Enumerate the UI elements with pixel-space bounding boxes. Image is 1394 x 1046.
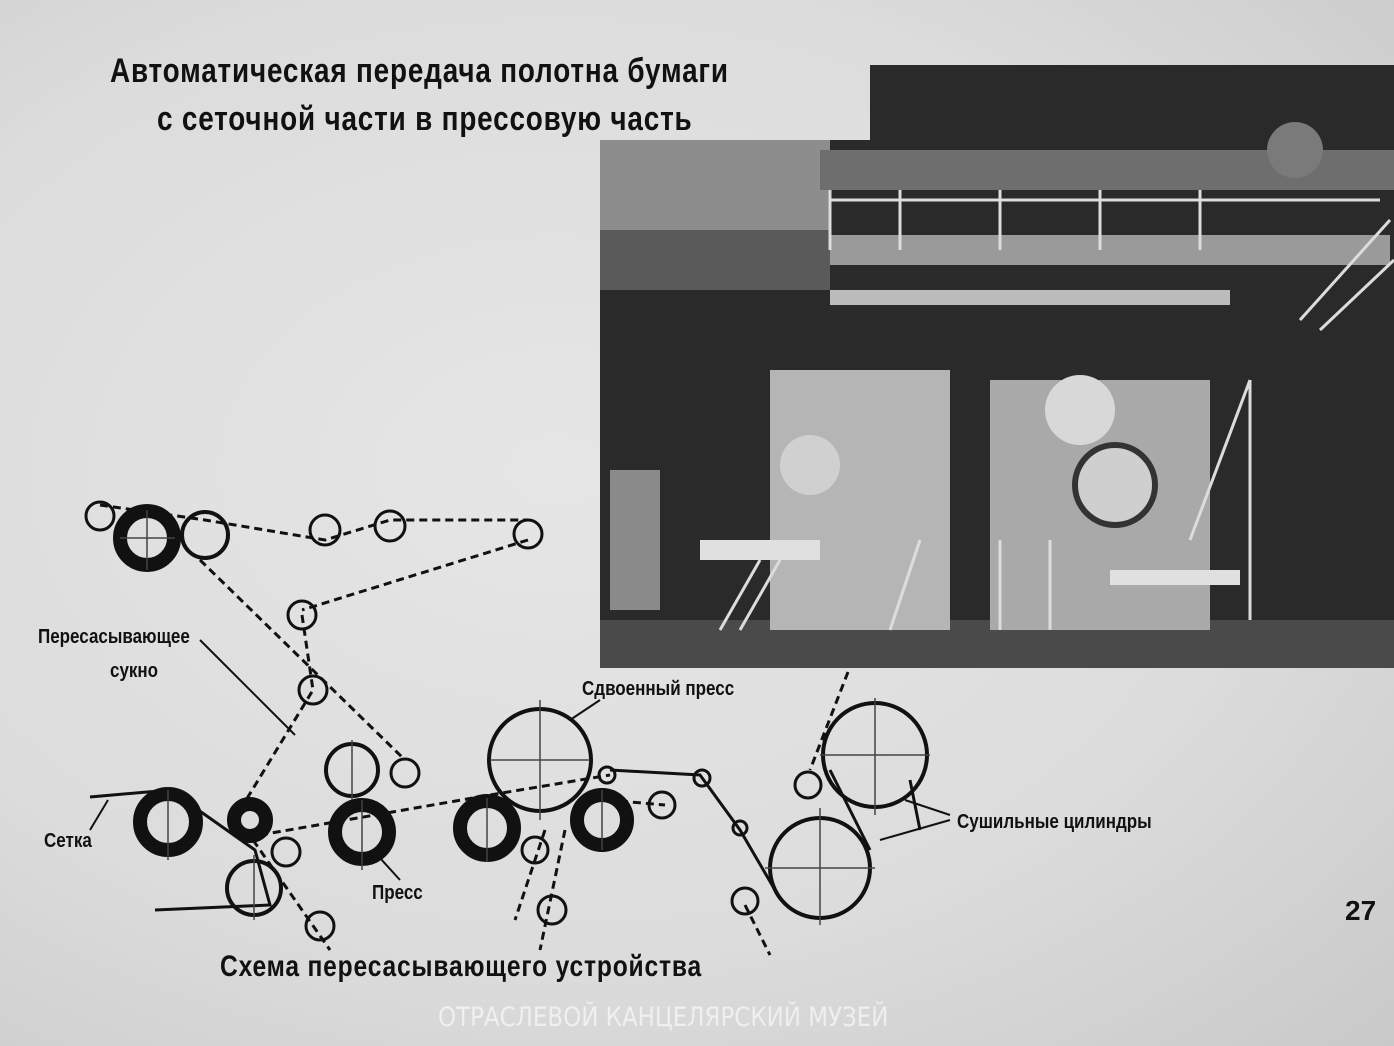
guide-rolls	[84, 500, 823, 942]
page-number: 27	[1345, 895, 1377, 926]
center-lines	[120, 510, 930, 925]
label-press: Пресс	[372, 882, 423, 904]
paper-machine-photo	[600, 65, 1394, 668]
label-felt-line-1: Пересасывающее	[38, 626, 190, 648]
paper-web-path	[89, 768, 922, 912]
press-section-schematic	[84, 500, 951, 956]
diagram-caption: Схема пересасывающего устройства	[220, 950, 702, 983]
label-dryer-cylinders: Сушильные цилиндры	[957, 811, 1152, 833]
slide-title-line-2: с сеточной части в прессовую часть	[157, 100, 693, 138]
leader-lines	[89, 639, 951, 881]
suction-rolls	[113, 504, 634, 866]
slide-title-line-1: Автоматическая передача полотна бумаги	[110, 52, 729, 90]
watermark: ОТРАСЛЕВОЙ КАНЦЕЛЯРСКИЙ МУЗЕЙ	[438, 1002, 889, 1033]
label-double-press: Сдвоенный пресс	[582, 678, 735, 700]
label-felt-line-2: сукно	[110, 660, 159, 682]
label-wire: Сетка	[44, 830, 92, 852]
felt-path	[99, 503, 850, 956]
